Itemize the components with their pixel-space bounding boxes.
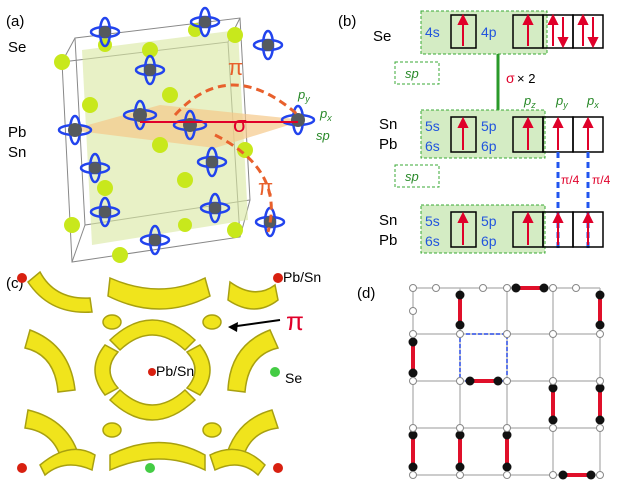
py-label: py	[555, 93, 568, 110]
atom-sn-label: Sn	[8, 144, 26, 161]
side-atom-label: Se	[285, 370, 302, 386]
center-atom-label: Pb/Sn	[156, 363, 194, 379]
corner-atom-tl	[17, 273, 27, 283]
atom-pb-label: Pb	[8, 124, 26, 141]
pi-label: π	[286, 306, 304, 336]
row2-s-orbital-box	[450, 116, 477, 153]
orbital-sp-label: sp	[316, 128, 330, 143]
row3-shell-s2: 6s	[425, 233, 440, 249]
unit-cell	[459, 333, 508, 382]
pi-pointer	[229, 319, 281, 328]
row2-shell-p1: 5p	[481, 118, 497, 134]
row1-sp-label: sp	[405, 66, 419, 81]
row3-shell-p2: 6p	[481, 233, 497, 249]
row3-element-1: Sn	[379, 212, 397, 229]
sigma-times: × 2	[517, 71, 535, 86]
row3-shell-s1: 5s	[425, 213, 440, 229]
row2-arrows	[457, 116, 594, 150]
pi-top-label: π	[228, 55, 243, 80]
row2-sp-label: sp	[405, 169, 419, 184]
panel-d: (d)	[357, 283, 605, 480]
row3-element-2: Pb	[379, 232, 397, 249]
corner-atom-tr	[273, 273, 283, 283]
center-atom	[148, 368, 156, 376]
lattice-atoms	[408, 283, 605, 480]
pz-label: pz	[523, 93, 536, 110]
orbital-py-label: py	[297, 87, 310, 104]
atom-se-label: Se	[8, 39, 26, 56]
corner-atom-label: Pb/Sn	[283, 269, 321, 285]
panel-a: (a)	[6, 6, 332, 263]
sigma-symbol: σ	[506, 70, 515, 86]
row1-shell-p: 4p	[481, 24, 497, 40]
row2-element-1: Sn	[379, 116, 397, 133]
bottom-se-atom	[145, 463, 155, 473]
panel-b: (b) Se 4s 4p sp σ × 2 pz py px S	[338, 10, 611, 254]
row2-sp-label-box	[394, 164, 440, 188]
pb-atoms	[57, 6, 316, 256]
dimer-bonds	[411, 286, 602, 477]
px-label: px	[586, 93, 599, 110]
row1-element: Se	[373, 28, 391, 45]
panel-d-label: (d)	[357, 285, 375, 302]
se-atoms	[54, 23, 253, 263]
corner-atom-bl	[17, 463, 27, 473]
orbital-px-label: px	[319, 106, 332, 123]
row3-s-orbital-box	[450, 211, 477, 248]
corner-atom-br	[273, 463, 283, 473]
row1-sp-label-box	[394, 61, 440, 85]
row2-sp-box	[420, 109, 546, 159]
row3-arrows	[457, 211, 594, 245]
panel-a-label: (a)	[6, 13, 24, 30]
row2-shell-s2: 6s	[425, 138, 440, 154]
pi-arc-bottom	[214, 133, 273, 233]
row2-element-2: Pb	[379, 136, 397, 153]
row3-sp-box	[420, 204, 546, 254]
pi-bottom-label: π	[258, 175, 273, 200]
row2-shell-s1: 5s	[425, 118, 440, 134]
panel-b-label: (b)	[338, 13, 356, 30]
fermi-surface	[24, 270, 280, 477]
row1-arrows	[457, 13, 599, 49]
pi-quarter-2: π/4	[592, 173, 611, 187]
pi-arc-top	[173, 83, 299, 117]
row3-shell-p1: 5p	[481, 213, 497, 229]
pi-quarter-1: π/4	[561, 173, 580, 187]
row1-shell-s: 4s	[425, 24, 440, 40]
sigma-label: σ	[233, 112, 247, 137]
panel-c: (c)	[6, 269, 321, 477]
pi-pointer-head	[228, 322, 238, 332]
side-se-atom	[270, 367, 280, 377]
row2-shell-p2: 6p	[481, 138, 497, 154]
